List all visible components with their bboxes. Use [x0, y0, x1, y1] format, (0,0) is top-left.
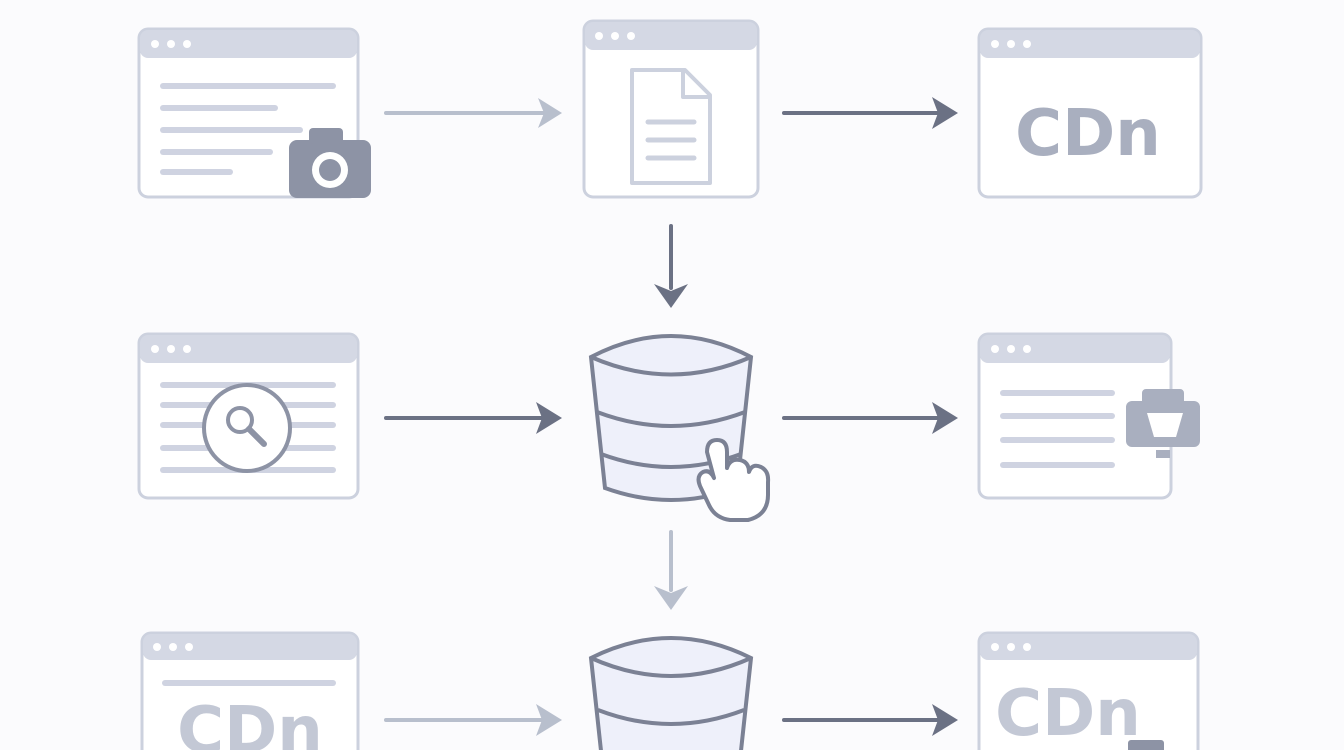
camera-icon-partial: [1128, 740, 1164, 750]
cdn-label-bottom-right: CDn: [995, 677, 1141, 750]
arrow-down-2: [654, 530, 688, 610]
database-icon-bottom: [588, 636, 754, 750]
window-cdn-bottom-right: CDn: [977, 631, 1200, 750]
window-text-with-camera: [137, 27, 371, 199]
arrow-1-right: [384, 98, 562, 128]
window-cdn-top: CDn: [977, 27, 1203, 199]
arrow-2-right: [782, 97, 958, 129]
window-cdn-bottom-left: CDn: [140, 631, 360, 750]
cdn-label-top: CDn: [1015, 97, 1161, 171]
arrow-4-right: [782, 402, 958, 434]
cdn-label-bottom-left: CDn: [177, 694, 323, 750]
window-document: [582, 19, 760, 199]
window-search: [137, 332, 360, 500]
arrow-3-right: [384, 402, 562, 434]
window-monitor: [977, 332, 1200, 500]
camera-icon: [289, 128, 371, 198]
arrow-down-1: [654, 224, 688, 308]
magnifier-icon: [202, 383, 292, 473]
document-icon: [630, 68, 712, 185]
pointer-hand-icon: [696, 438, 771, 522]
monitor-icon: [1126, 389, 1200, 458]
arrow-5-right: [384, 704, 562, 736]
arrow-6-right: [782, 704, 958, 736]
